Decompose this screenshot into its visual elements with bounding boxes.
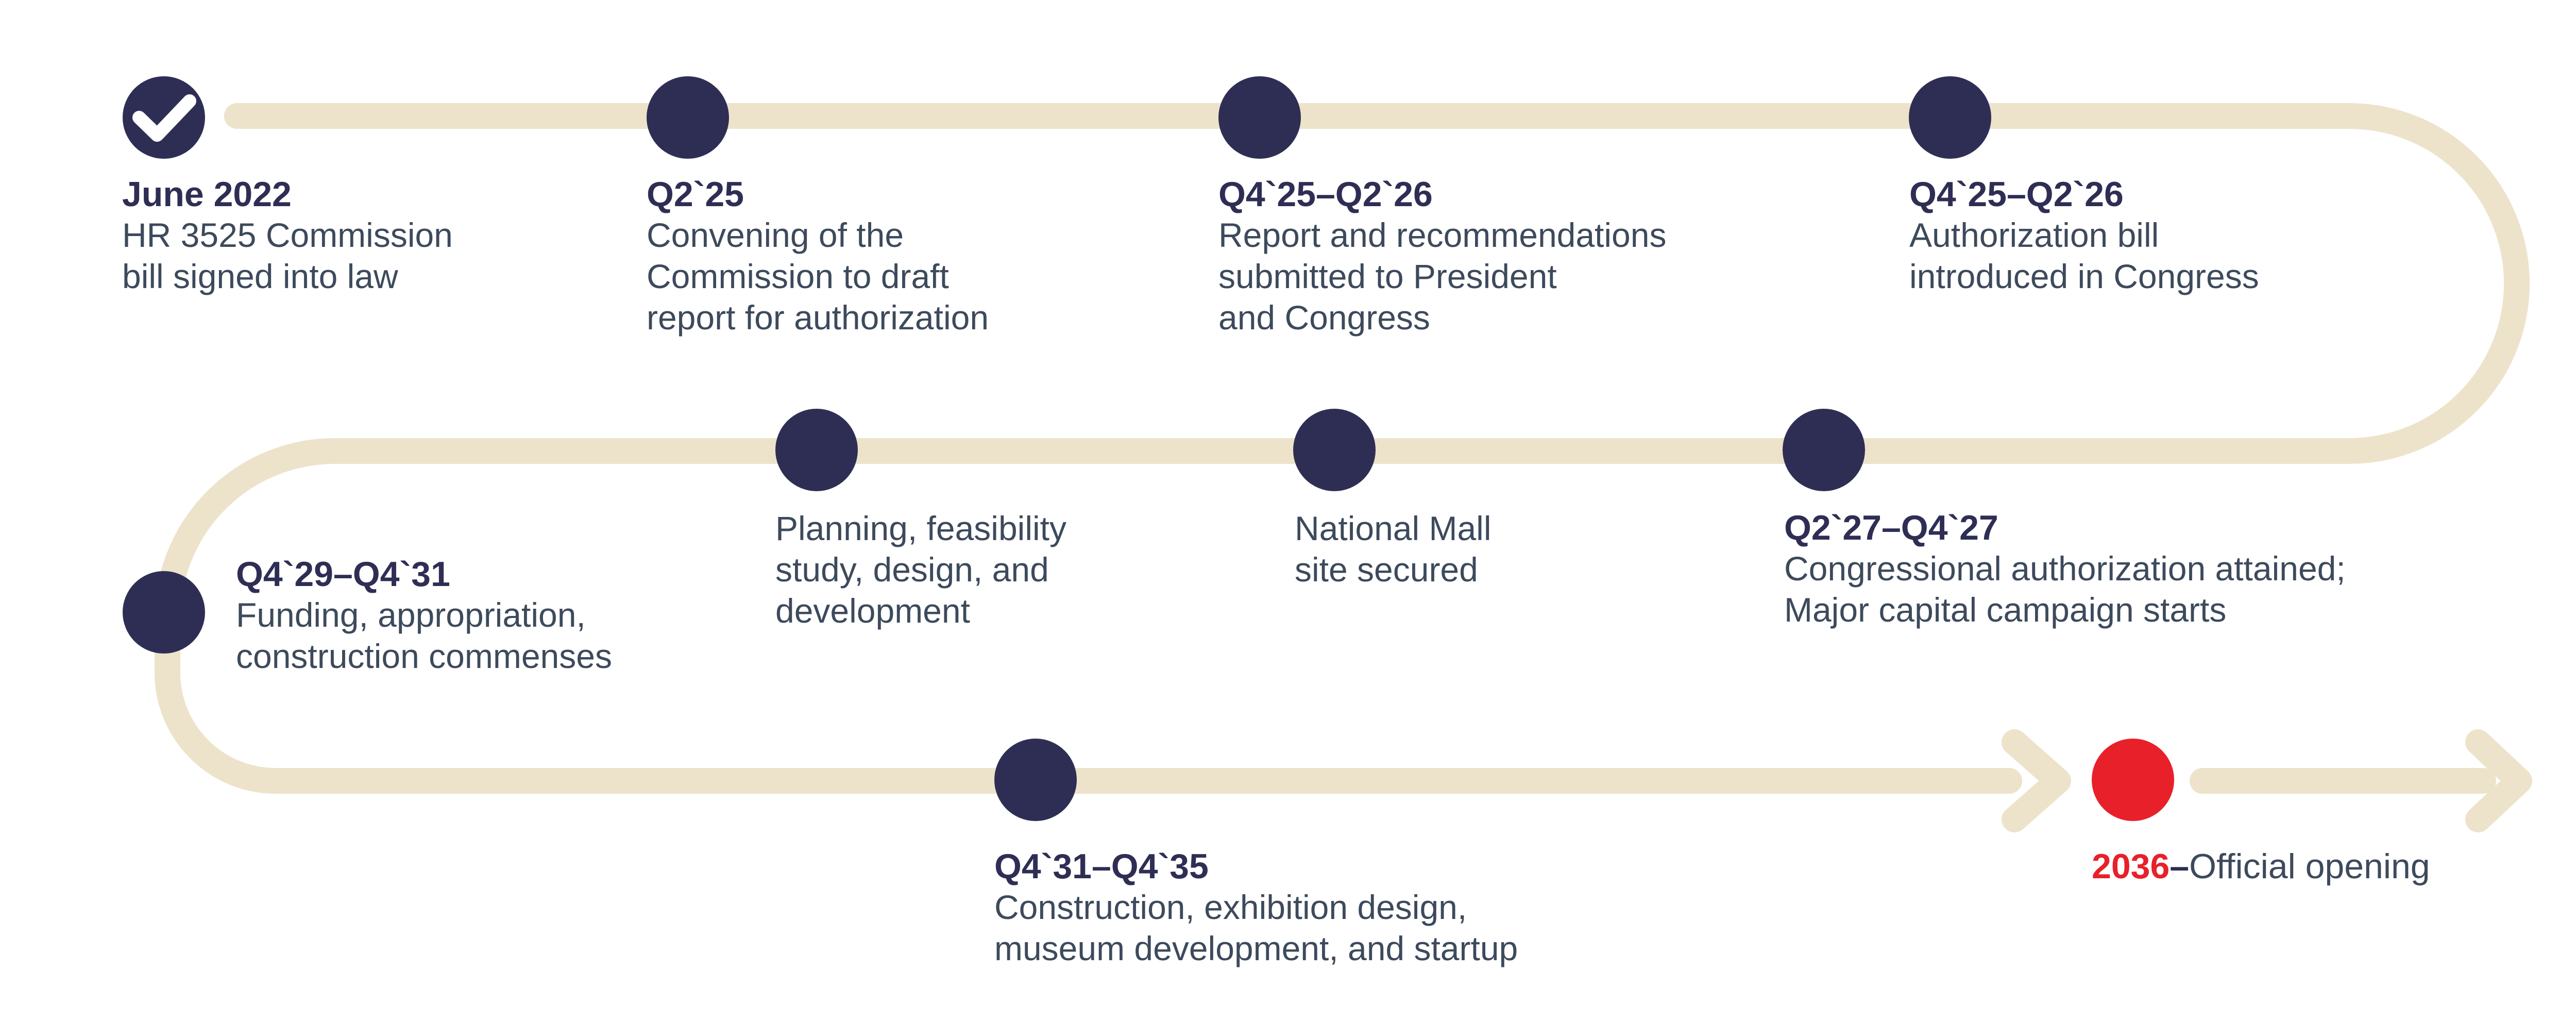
opening-dash: – [2170,847,2190,886]
description-line: Commission to draft [647,257,949,295]
milestone-description: Funding, appropriation, construction com… [236,594,612,677]
description-line: bill signed into law [122,257,398,295]
milestone-date: Q4`25–Q2`26 [1218,175,1433,214]
milestone-national-mall: National Mall site secured [1295,508,1492,590]
description-line: and Congress [1218,298,1430,337]
milestone-description: Convening of the Commission to draft rep… [647,214,989,338]
description-line: museum development, and startup [994,929,1518,967]
description-line: Convening of the [647,216,904,254]
description-line: Planning, feasibility [775,509,1066,547]
milestone-node-q2-27 [1783,409,1865,491]
description-line: submitted to President [1218,257,1557,295]
opening-year: 2036 [2092,847,2170,886]
milestone-node-q4-25-report [1218,76,1301,159]
milestone-description: Congressional authorization attained; Ma… [1784,548,2346,630]
milestone-node-q2-25 [647,76,729,159]
description-line: Funding, appropriation, [236,596,586,634]
milestone-date: June 2022 [122,175,292,214]
milestone-node-q4-31 [994,739,1077,821]
milestone-node-q4-29 [123,571,205,654]
milestone-node-q4-25-bill [1909,76,1991,159]
milestone-q4-29: Q4`29–Q4`31 Funding, appropriation, cons… [236,554,612,677]
milestone-description: Authorization bill introduced in Congres… [1909,214,2259,297]
description-line: Congressional authorization attained; [1784,549,2346,588]
description-line: Authorization bill [1909,216,2159,254]
description-line: Report and recommendations [1218,216,1667,254]
milestone-description: Construction, exhibition design, museum … [994,887,1518,969]
milestone-june-2022: June 2022 HR 3525 Commission bill signed… [122,174,453,297]
milestone-date: Q4`29–Q4`31 [236,555,450,594]
description-line: introduced in Congress [1909,257,2259,295]
opening-text: Official opening [2189,847,2430,886]
milestone-q4-25-report: Q4`25–Q2`26 Report and recommendations s… [1218,174,1666,338]
milestone-q2-25: Q2`25 Convening of the Commission to dra… [647,174,989,338]
description-line: study, design, and [775,550,1049,589]
milestone-q4-25-bill: Q4`25–Q2`26 Authorization bill introduce… [1909,174,2259,297]
milestone-description: Planning, feasibility study, design, and… [775,508,1066,631]
milestone-q2-27: Q2`27–Q4`27 Congressional authorization … [1784,508,2346,630]
description-line: Major capital campaign starts [1784,591,2227,629]
track-path [155,103,2530,794]
milestone-date: Q4`25–Q2`26 [1909,175,2124,214]
milestone-description: HR 3525 Commission bill signed into law [122,214,453,297]
milestone-description: National Mall site secured [1295,508,1492,590]
milestone-planning: Planning, feasibility study, design, and… [775,508,1066,631]
milestone-node-national-mall [1293,409,1376,491]
milestone-description: Report and recommendations submitted to … [1218,214,1666,338]
check-icon [132,94,196,142]
milestone-q4-31: Q4`31–Q4`35 Construction, exhibition des… [994,846,1518,969]
milestone-node-planning [775,409,858,491]
milestone-2036-opening: 2036–Official opening [2092,846,2430,887]
description-line: National Mall [1295,509,1492,547]
description-line: report for authorization [647,298,989,337]
arrow-head-1 [2002,729,2071,832]
milestone-node-2036-opening [2092,739,2174,821]
description-line: construction commenses [236,637,612,675]
milestone-date: Q2`25 [647,175,744,214]
description-line: development [775,592,970,630]
description-line: Construction, exhibition design, [994,888,1467,926]
milestone-date: Q2`27–Q4`27 [1784,508,1998,547]
milestone-date: Q4`31–Q4`35 [994,847,1209,886]
arrow-head-2 [2465,729,2532,832]
description-line: HR 3525 Commission [122,216,453,254]
description-line: site secured [1295,550,1478,589]
